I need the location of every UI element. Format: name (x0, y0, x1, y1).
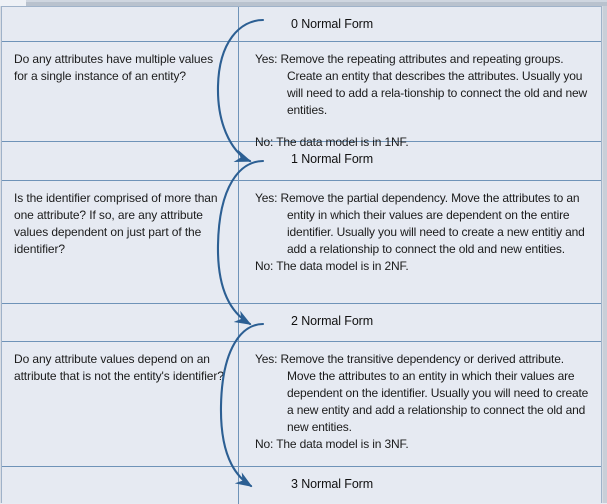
answer-yes-1nf: Yes: Remove the repeating attributes and… (255, 51, 591, 119)
row-3-normal-form: 3 Normal Form (2, 467, 601, 504)
row-4-right-cell: 2 Normal Form (238, 304, 601, 341)
answer-yes-text-2nf: Remove the partial dependency. Move the … (280, 191, 585, 256)
normal-form-label-0: 0 Normal Form (291, 17, 374, 31)
question-text-2nf: Is the identifier comprised of more than… (14, 191, 218, 256)
answer-no-2nf: No: The data model is in 2NF. (255, 258, 591, 275)
answer-yes-label-1nf: Yes: (255, 52, 278, 66)
row-6-right-cell: 3 Normal Form (238, 467, 601, 504)
answer-no-text-1nf: The data model is in 1NF. (276, 135, 409, 149)
answer-yes-text-3nf: Remove the transitive dependency or deri… (280, 352, 589, 434)
row-1nf-question: Do any attributes have multiple values f… (2, 42, 601, 149)
row-2nf-answer-cell: Yes: Remove the partial dependency. Move… (238, 181, 601, 303)
answer-no-3nf: No: The data model is in 3NF. (255, 436, 591, 453)
row-3nf-question-cell: Do any attribute values depend on an att… (2, 342, 238, 466)
question-text-1nf: Do any attributes have multiple values f… (14, 52, 213, 83)
answer-no-text-2nf: The data model is in 2NF. (276, 259, 409, 273)
normalization-table: 0 Normal Form Do any attributes have mul… (1, 6, 602, 504)
top-chrome-strip-highlight (26, 0, 607, 2)
row-2-right-cell: 1 Normal Form (238, 142, 601, 180)
answer-yes-label-3nf: Yes: (255, 352, 278, 366)
row-3nf-question: Do any attribute values depend on an att… (2, 342, 601, 467)
answer-no-text-3nf: The data model is in 3NF. (276, 437, 409, 451)
answer-yes-label-2nf: Yes: (255, 191, 278, 205)
row-2nf-question-cell: Is the identifier comprised of more than… (2, 181, 238, 303)
normal-form-label-3: 3 Normal Form (291, 477, 374, 491)
row-1nf-answer-cell: Yes: Remove the repeating attributes and… (238, 42, 601, 149)
answer-yes-3nf: Yes: Remove the transitive dependency or… (255, 351, 591, 436)
normal-form-label-1: 1 Normal Form (291, 152, 374, 166)
right-gutter (603, 6, 607, 503)
top-chrome-strip-left (0, 0, 26, 6)
row-3nf-answer-cell: Yes: Remove the transitive dependency or… (238, 342, 601, 466)
answer-yes-text-1nf: Remove the repeating attributes and repe… (280, 52, 588, 117)
row-0-normal-form: 0 Normal Form (2, 7, 601, 42)
row-6-left-cell (2, 467, 238, 504)
row-2nf-question: Is the identifier comprised of more than… (2, 181, 601, 304)
row-2-left-cell (2, 142, 238, 180)
answer-no-label-3nf: No: (255, 437, 274, 451)
row-4-left-cell (2, 304, 238, 341)
question-text-3nf: Do any attribute values depend on an att… (14, 352, 224, 383)
normal-form-label-2: 2 Normal Form (291, 314, 374, 328)
answer-no-label-2nf: No: (255, 259, 274, 273)
top-chrome-strip (0, 0, 607, 6)
row-0-right-cell: 0 Normal Form (238, 7, 601, 41)
answer-yes-2nf: Yes: Remove the partial dependency. Move… (255, 190, 591, 258)
row-1-normal-form: 1 Normal Form (2, 142, 601, 181)
row-2-normal-form: 2 Normal Form (2, 304, 601, 342)
row-1nf-question-cell: Do any attributes have multiple values f… (2, 42, 238, 141)
row-0-left-cell (2, 7, 238, 41)
